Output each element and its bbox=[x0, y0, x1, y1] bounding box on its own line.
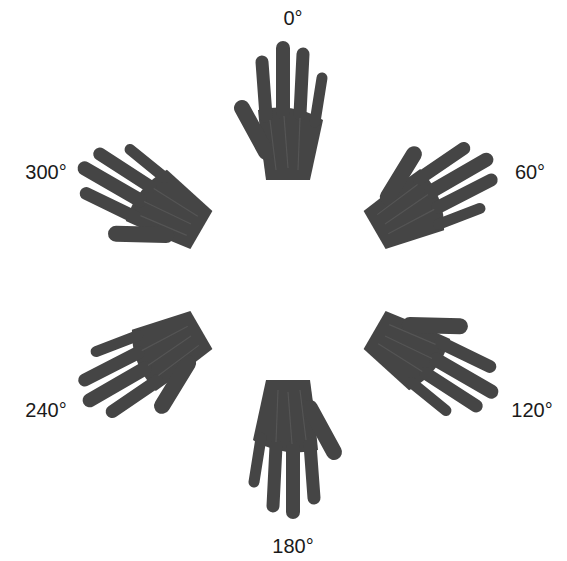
angle-label: 300° bbox=[25, 161, 66, 183]
hand-300 bbox=[64, 134, 219, 270]
angle-label: 240° bbox=[25, 399, 66, 421]
hand-120 bbox=[357, 290, 512, 426]
hand-0 bbox=[242, 48, 323, 180]
angle-label: 180° bbox=[272, 535, 313, 557]
hand-180 bbox=[253, 380, 334, 512]
angle-label: 0° bbox=[283, 7, 302, 29]
angle-label: 60° bbox=[515, 161, 545, 183]
angle-label: 120° bbox=[511, 399, 552, 421]
hand-60 bbox=[352, 124, 507, 260]
hand-240 bbox=[70, 300, 225, 436]
